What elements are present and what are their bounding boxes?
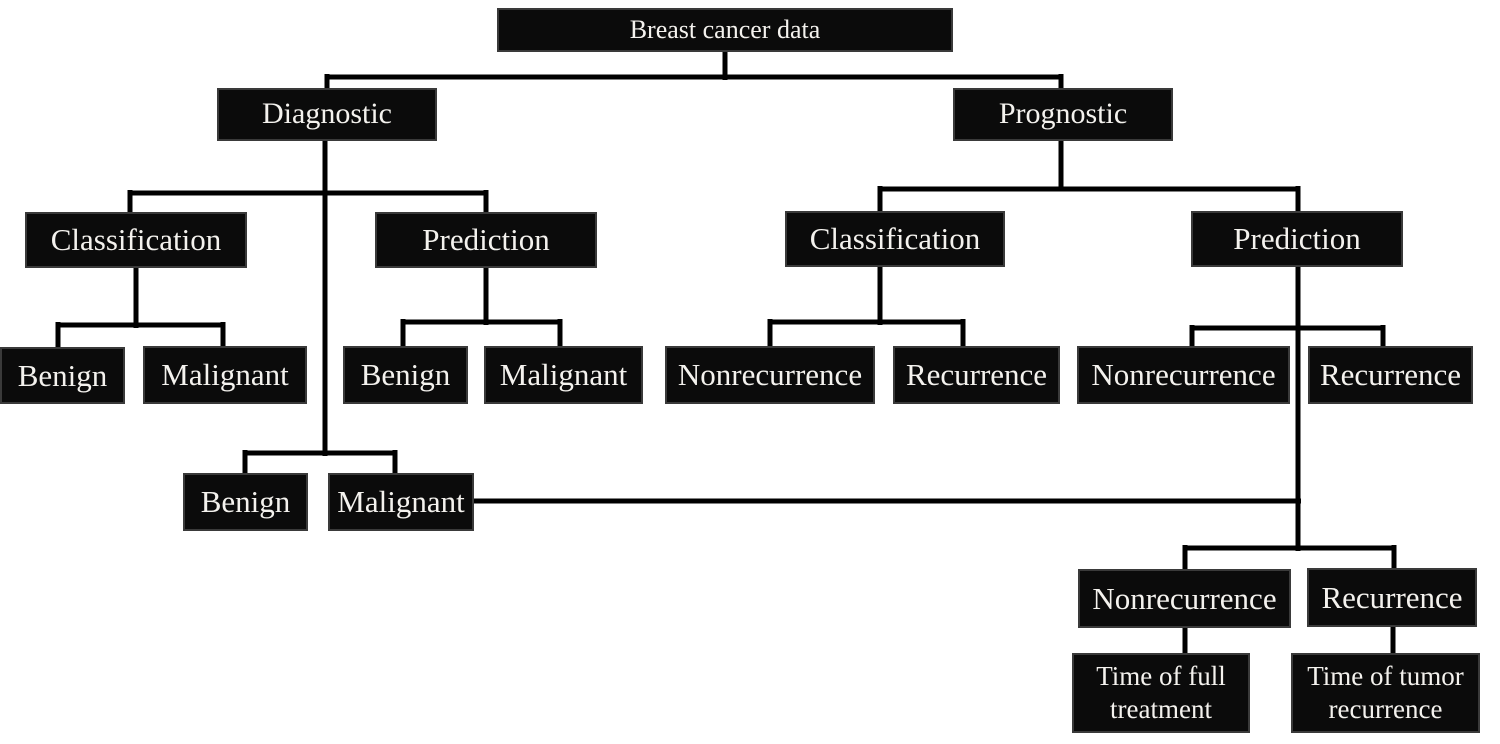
node-benign-diagnostic-prediction: Benign <box>343 346 468 404</box>
node-time-of-tumor-recurrence: Time of tumor recurrence <box>1291 653 1480 733</box>
node-benign-diagnostic-classification: Benign <box>0 347 125 404</box>
node-recurrence-lower: Recurrence <box>1307 568 1477 627</box>
node-recurrence-prognostic-classification: Recurrence <box>893 346 1060 404</box>
node-time-of-full-treatment: Time of full treatment <box>1072 653 1250 733</box>
node-prognostic: Prognostic <box>953 88 1173 141</box>
node-classification-prognostic: Classification <box>785 211 1005 267</box>
node-breast-cancer-data: Breast cancer data <box>497 8 953 52</box>
node-malignant-diagnostic-prediction: Malignant <box>484 346 643 404</box>
node-nonrecurrence-prognostic-prediction: Nonrecurrence <box>1077 346 1290 404</box>
node-malignant-diagnostic-direct: Malignant <box>328 473 474 531</box>
node-malignant-diagnostic-classification: Malignant <box>143 346 307 404</box>
node-benign-diagnostic-direct: Benign <box>183 473 308 531</box>
node-recurrence-prognostic-prediction: Recurrence <box>1308 346 1473 404</box>
node-nonrecurrence-prognostic-classification: Nonrecurrence <box>665 346 875 404</box>
node-nonrecurrence-lower: Nonrecurrence <box>1078 569 1291 628</box>
node-prediction-prognostic: Prediction <box>1191 211 1403 267</box>
node-classification-diagnostic: Classification <box>25 212 247 268</box>
node-prediction-diagnostic: Prediction <box>375 212 597 268</box>
node-diagnostic: Diagnostic <box>217 88 437 141</box>
